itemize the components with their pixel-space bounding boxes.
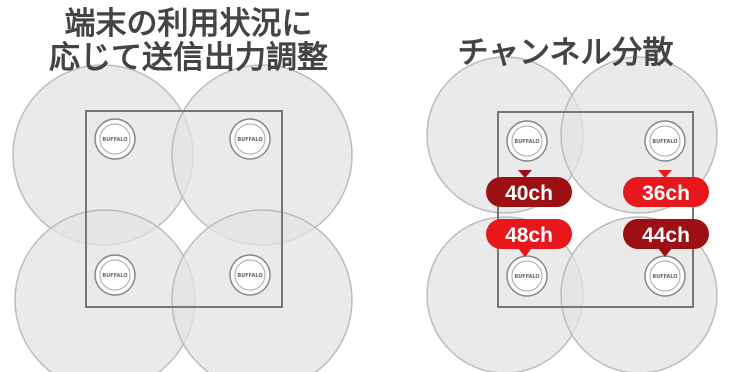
access-point: BUFFALO	[644, 120, 686, 162]
access-point-logo: BUFFALO	[237, 273, 262, 279]
access-point: BUFFALO	[94, 254, 136, 296]
room-outline	[497, 111, 694, 308]
channel-badge-top-left: 40ch	[486, 170, 572, 207]
channel-label: 36ch	[642, 182, 690, 205]
channel-label: 40ch	[505, 182, 553, 205]
channel-label: 44ch	[642, 224, 690, 247]
channel-label: 48ch	[505, 224, 553, 247]
access-point: BUFFALO	[229, 118, 271, 160]
access-point-logo: BUFFALO	[652, 139, 677, 145]
access-point-logo: BUFFALO	[514, 274, 539, 280]
access-point-logo: BUFFALO	[237, 137, 262, 143]
access-point: BUFFALO	[229, 254, 271, 296]
channel-badge-bottom-right: 44ch	[623, 219, 709, 257]
coverage-circle-top-right	[560, 56, 718, 214]
access-point-logo: BUFFALO	[514, 139, 539, 145]
channel-distribution-panel: BUFFALO BUFFALO BUFFALO BUFFALO 40ch 36c…	[377, 0, 754, 372]
access-point: BUFFALO	[644, 255, 686, 297]
panel-title: チャンネル分散	[457, 35, 674, 71]
room-outline	[85, 110, 283, 308]
access-point: BUFFALO	[94, 118, 136, 160]
coverage-diagram: BUFFALO BUFFALO BUFFALO BUFFALO 40ch 36c…	[426, 56, 718, 372]
access-point-logo: BUFFALO	[102, 273, 127, 279]
channel-badge-bottom-left: 48ch	[486, 219, 572, 257]
access-point-logo: BUFFALO	[102, 137, 127, 143]
power-adjust-panel: BUFFALO BUFFALO BUFFALO BUFFALO 端末の利用状況に…	[0, 7, 377, 372]
title-line-2: 応じて送信出力調整	[49, 40, 328, 76]
title-line-1: 端末の利用状況に	[64, 6, 313, 42]
panel-title: 端末の利用状況に 応じて送信出力調整	[0, 7, 377, 75]
access-point: BUFFALO	[506, 255, 548, 297]
access-point-logo: BUFFALO	[652, 274, 677, 280]
coverage-diagram: BUFFALO BUFFALO BUFFALO BUFFALO	[12, 64, 353, 372]
coverage-circle-bottom-right	[560, 216, 718, 372]
channel-badge-top-right: 36ch	[623, 170, 709, 207]
access-point: BUFFALO	[506, 120, 548, 162]
